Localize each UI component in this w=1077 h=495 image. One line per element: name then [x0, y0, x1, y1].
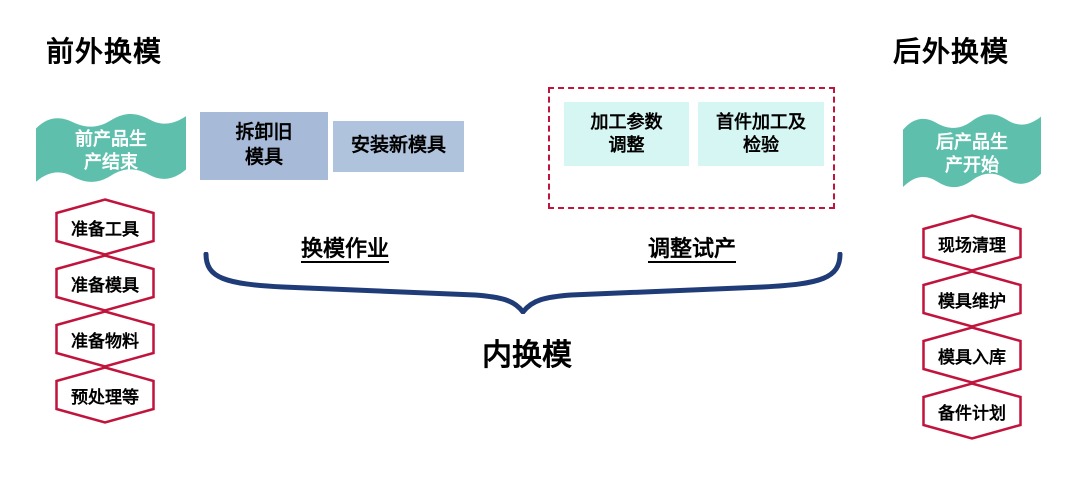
first-piece-inspection-box: 首件加工及 检验	[698, 102, 824, 166]
mold-change-operation-label: 换模作业	[300, 236, 389, 261]
underbrace	[203, 252, 843, 314]
remove-old-mold-box: 拆卸旧 模具	[200, 112, 328, 180]
prev-product-end-shape: 前产品生 产结束	[36, 110, 186, 192]
adjust-trial-production-label: 调整试产	[647, 236, 736, 261]
install-new-mold-box: 安装新模具	[333, 121, 464, 172]
heading-rear-external-change: 后外换模	[893, 36, 1010, 67]
next-product-start-label: 后产品生 产开始	[936, 131, 1008, 175]
step-label: 准备工具	[71, 219, 139, 239]
wave-shape	[903, 114, 1041, 188]
next-product-start-shape: 后产品生 产开始	[903, 110, 1041, 198]
step-hexagon: 模具入库	[922, 326, 1022, 384]
step-label: 模具入库	[938, 347, 1006, 367]
wave-shape	[36, 113, 186, 182]
front-external-steps: 准备工具 准备模具 准备物料 预处理等	[55, 198, 155, 424]
step-label: 准备模具	[71, 275, 139, 295]
step-label: 准备物料	[71, 331, 139, 351]
step-hexagon: 准备物料	[55, 310, 155, 368]
internal-mold-change-label: 内换模	[482, 339, 572, 372]
process-parameter-adjust-box: 加工参数 调整	[564, 102, 689, 166]
step-label: 备件计划	[938, 403, 1006, 423]
rear-external-steps: 现场清理 模具维护 模具入库 备件计划	[922, 214, 1022, 440]
step-hexagon: 准备模具	[55, 254, 155, 312]
hexagon-shape	[922, 382, 1022, 440]
step-hexagon: 备件计划	[922, 382, 1022, 440]
step-hexagon: 模具维护	[922, 270, 1022, 328]
step-hexagon: 现场清理	[922, 214, 1022, 272]
step-label: 模具维护	[938, 291, 1006, 311]
step-hexagon: 准备工具	[55, 198, 155, 256]
prev-product-end-label: 前产品生 产结束	[75, 128, 147, 172]
step-label: 现场清理	[938, 235, 1006, 255]
hexagon-shape	[55, 366, 155, 424]
trial-adjustment-dashed-frame	[548, 87, 835, 209]
heading-front-external-change: 前外换模	[46, 36, 163, 67]
step-hexagon: 预处理等	[55, 366, 155, 424]
step-label: 预处理等	[71, 387, 139, 407]
